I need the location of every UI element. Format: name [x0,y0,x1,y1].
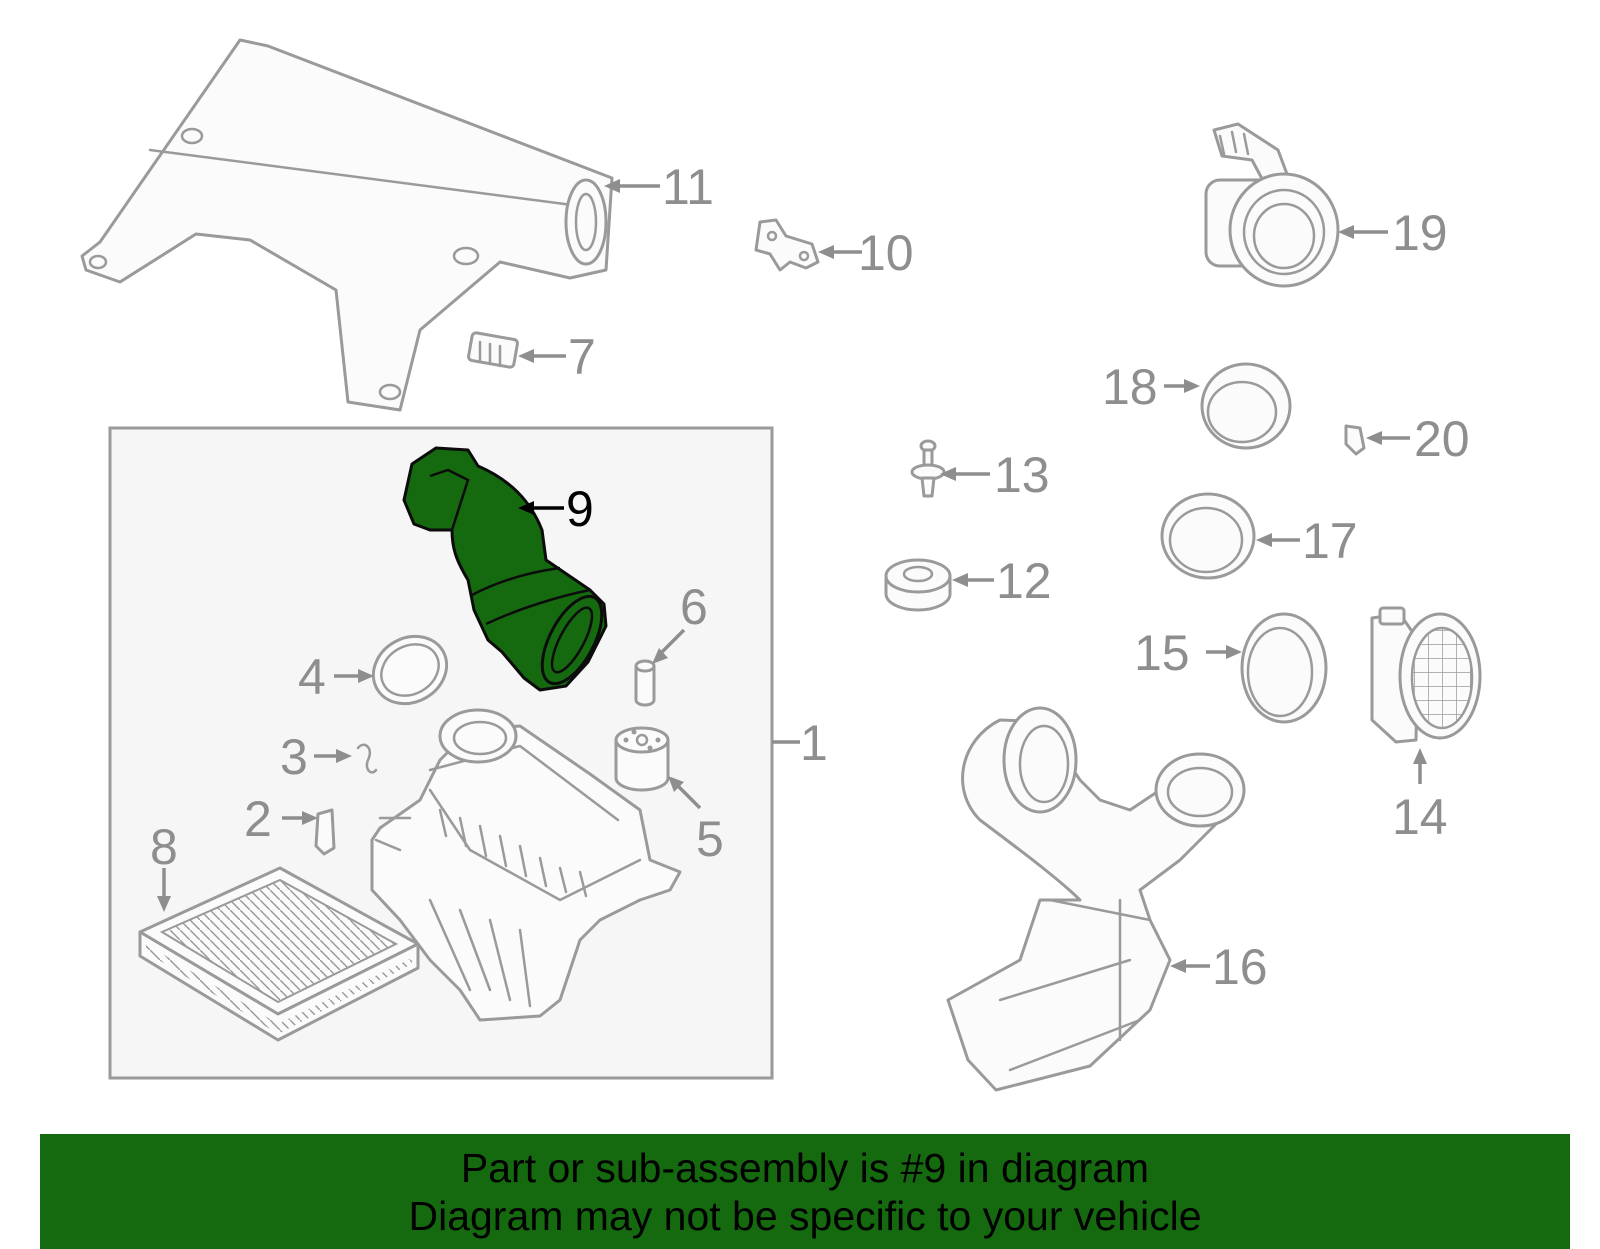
label-19: 19 [1392,205,1448,261]
pointer-14 [1413,748,1427,784]
part-20-clip[interactable] [1344,424,1366,456]
part-18-ring[interactable] [1200,362,1292,450]
pointer-16 [1170,959,1210,973]
pointer-18 [1164,379,1200,393]
label-10: 10 [858,225,914,281]
label-15: 15 [1134,625,1190,681]
part-19-mass-air-flow-sensor[interactable] [1204,122,1340,288]
label-14: 14 [1392,789,1448,845]
label-17: 17 [1302,513,1358,569]
pointer-12 [952,573,994,587]
part-6-sleeve[interactable] [634,659,656,707]
pointer-4 [334,669,374,683]
pointer-2 [282,811,318,825]
pointer-6 [652,628,686,664]
part-8-air-filter[interactable] [138,866,420,1042]
pointer-9 [518,501,564,515]
pointer-15 [1206,645,1242,659]
pointer-19 [1338,225,1388,239]
pointer-13 [940,467,990,481]
part-10-bracket[interactable] [754,218,820,272]
pointer-17 [1256,533,1300,547]
banner-line-2: Diagram may not be specific to your vehi… [408,1193,1202,1239]
label-5: 5 [696,811,724,867]
label-20: 20 [1414,411,1470,467]
label-18: 18 [1102,359,1158,415]
part-16-intake-duct[interactable] [946,706,1246,1092]
pointer-5 [668,776,702,810]
part-11-engine-cover[interactable] [80,38,614,412]
pointer-10 [818,245,862,259]
label-6: 6 [680,579,708,635]
pointer-20 [1366,431,1410,445]
label-4: 4 [298,649,326,705]
info-banner: Part or sub-assembly is #9 in diagram Di… [40,1134,1570,1249]
label-11: 11 [662,159,714,215]
pointer-8 [157,868,171,912]
part-3-clip[interactable] [356,743,378,774]
label-8: 8 [150,819,178,875]
part-15-ring[interactable] [1240,612,1328,724]
pointer-3 [314,749,352,763]
pointer-7 [518,349,566,363]
part-7-clip[interactable] [467,331,519,369]
label-16: 16 [1212,939,1268,995]
part-1-air-cleaner-housing[interactable] [370,708,682,1022]
part-4-seal-ring[interactable] [361,623,459,716]
label-3: 3 [280,729,308,785]
part-14-air-flow-meter[interactable] [1370,606,1482,744]
part-17-ring[interactable] [1160,492,1256,580]
label-2: 2 [244,791,272,847]
label-12: 12 [996,553,1052,609]
label-7: 7 [568,329,596,385]
pointer-11 [604,179,660,193]
part-12-grommet[interactable] [884,558,952,612]
banner-line-1: Part or sub-assembly is #9 in diagram [460,1145,1150,1191]
part-13-push-pin[interactable] [910,439,946,498]
part-9-intake-hose-highlighted[interactable] [402,446,614,693]
label-1: 1 [800,715,828,771]
label-13: 13 [994,447,1050,503]
part-5-bushing[interactable] [614,726,670,792]
part-2-clip[interactable] [314,808,336,856]
label-9: 9 [566,481,594,537]
